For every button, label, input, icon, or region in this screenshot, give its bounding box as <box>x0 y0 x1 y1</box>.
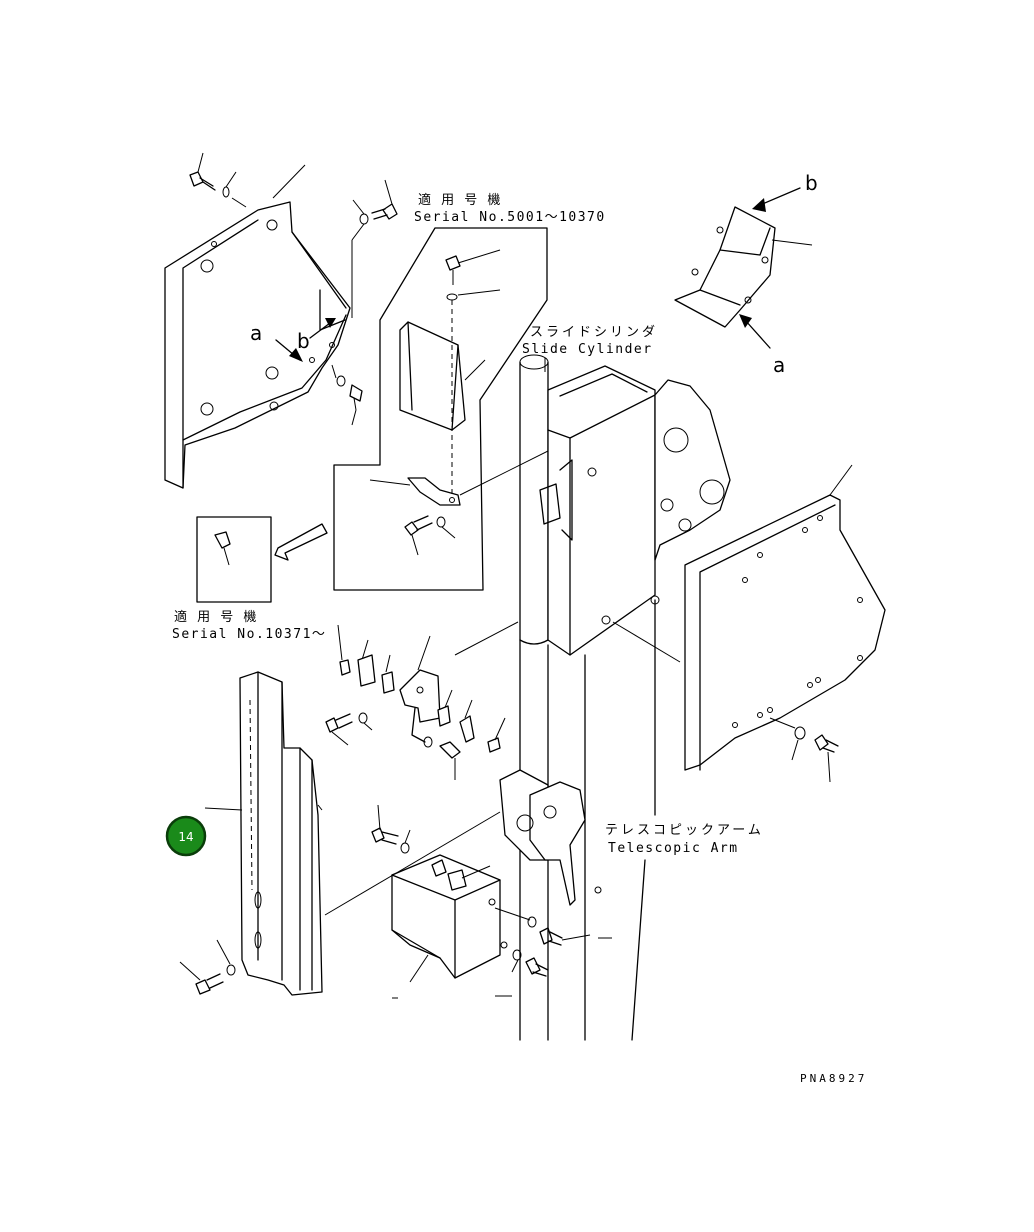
slide-cylinder-label-en: Slide Cylinder <box>522 342 653 357</box>
bolt-clip-right <box>423 736 461 780</box>
serial-5001-inset-outline <box>333 227 548 591</box>
telescopic-arm-label-jp: テレスコピックアーム <box>605 823 764 838</box>
serial-range-label-top: Serial No.5001～10370 <box>414 210 606 225</box>
stopper-plate <box>369 444 561 506</box>
lower-bracket-box <box>391 854 512 999</box>
left-cover-panel <box>164 164 351 489</box>
slide-cylinder <box>519 354 549 645</box>
stopper-bolt-lower <box>404 515 456 556</box>
ref-letter-a-left: a <box>250 321 262 345</box>
serial-10371-inset <box>196 516 328 603</box>
telescopic-arm <box>499 599 656 1041</box>
reference-arrows-left <box>275 318 336 362</box>
top-right-guard <box>674 187 813 349</box>
mounting-bracket-right <box>654 379 731 561</box>
applicable-models-label-top: 適 用 号 機 <box>418 192 503 208</box>
right-side-cover <box>684 464 886 771</box>
applicable-models-label-bottom: 適 用 号 機 <box>174 609 259 625</box>
bolt-lower-box-right <box>494 907 612 1000</box>
bolt-top-left-1 <box>189 152 237 198</box>
stopper-bolt <box>445 249 501 495</box>
bolt-lower-box-top <box>371 804 411 854</box>
ref-letter-b-left: b <box>297 329 310 353</box>
bolt-right-cover <box>769 717 839 783</box>
stopper-block <box>399 321 486 431</box>
slide-cylinder-label-jp: スライドシリンダ <box>530 325 658 340</box>
bolt-mid-left <box>331 364 363 426</box>
telescopic-arm-label-en: Telescopic Arm <box>608 841 739 856</box>
ref-letter-a-right: a <box>773 353 785 377</box>
callout-number-14: 14 <box>178 830 193 844</box>
bolt-top-center <box>351 179 398 318</box>
ref-letter-b-right: b <box>805 171 818 195</box>
main-block-body <box>539 365 681 663</box>
drawing-code: PNA8927 <box>800 1072 867 1085</box>
clip-brackets-middle <box>337 621 519 753</box>
bolt-clip-left <box>325 712 373 746</box>
callout-badge-14[interactable]: 14 <box>165 815 207 857</box>
bolt-left-guard <box>179 939 236 995</box>
serial-range-label-bottom: Serial No.10371～ <box>172 627 326 642</box>
left-vertical-guard <box>204 671 501 996</box>
